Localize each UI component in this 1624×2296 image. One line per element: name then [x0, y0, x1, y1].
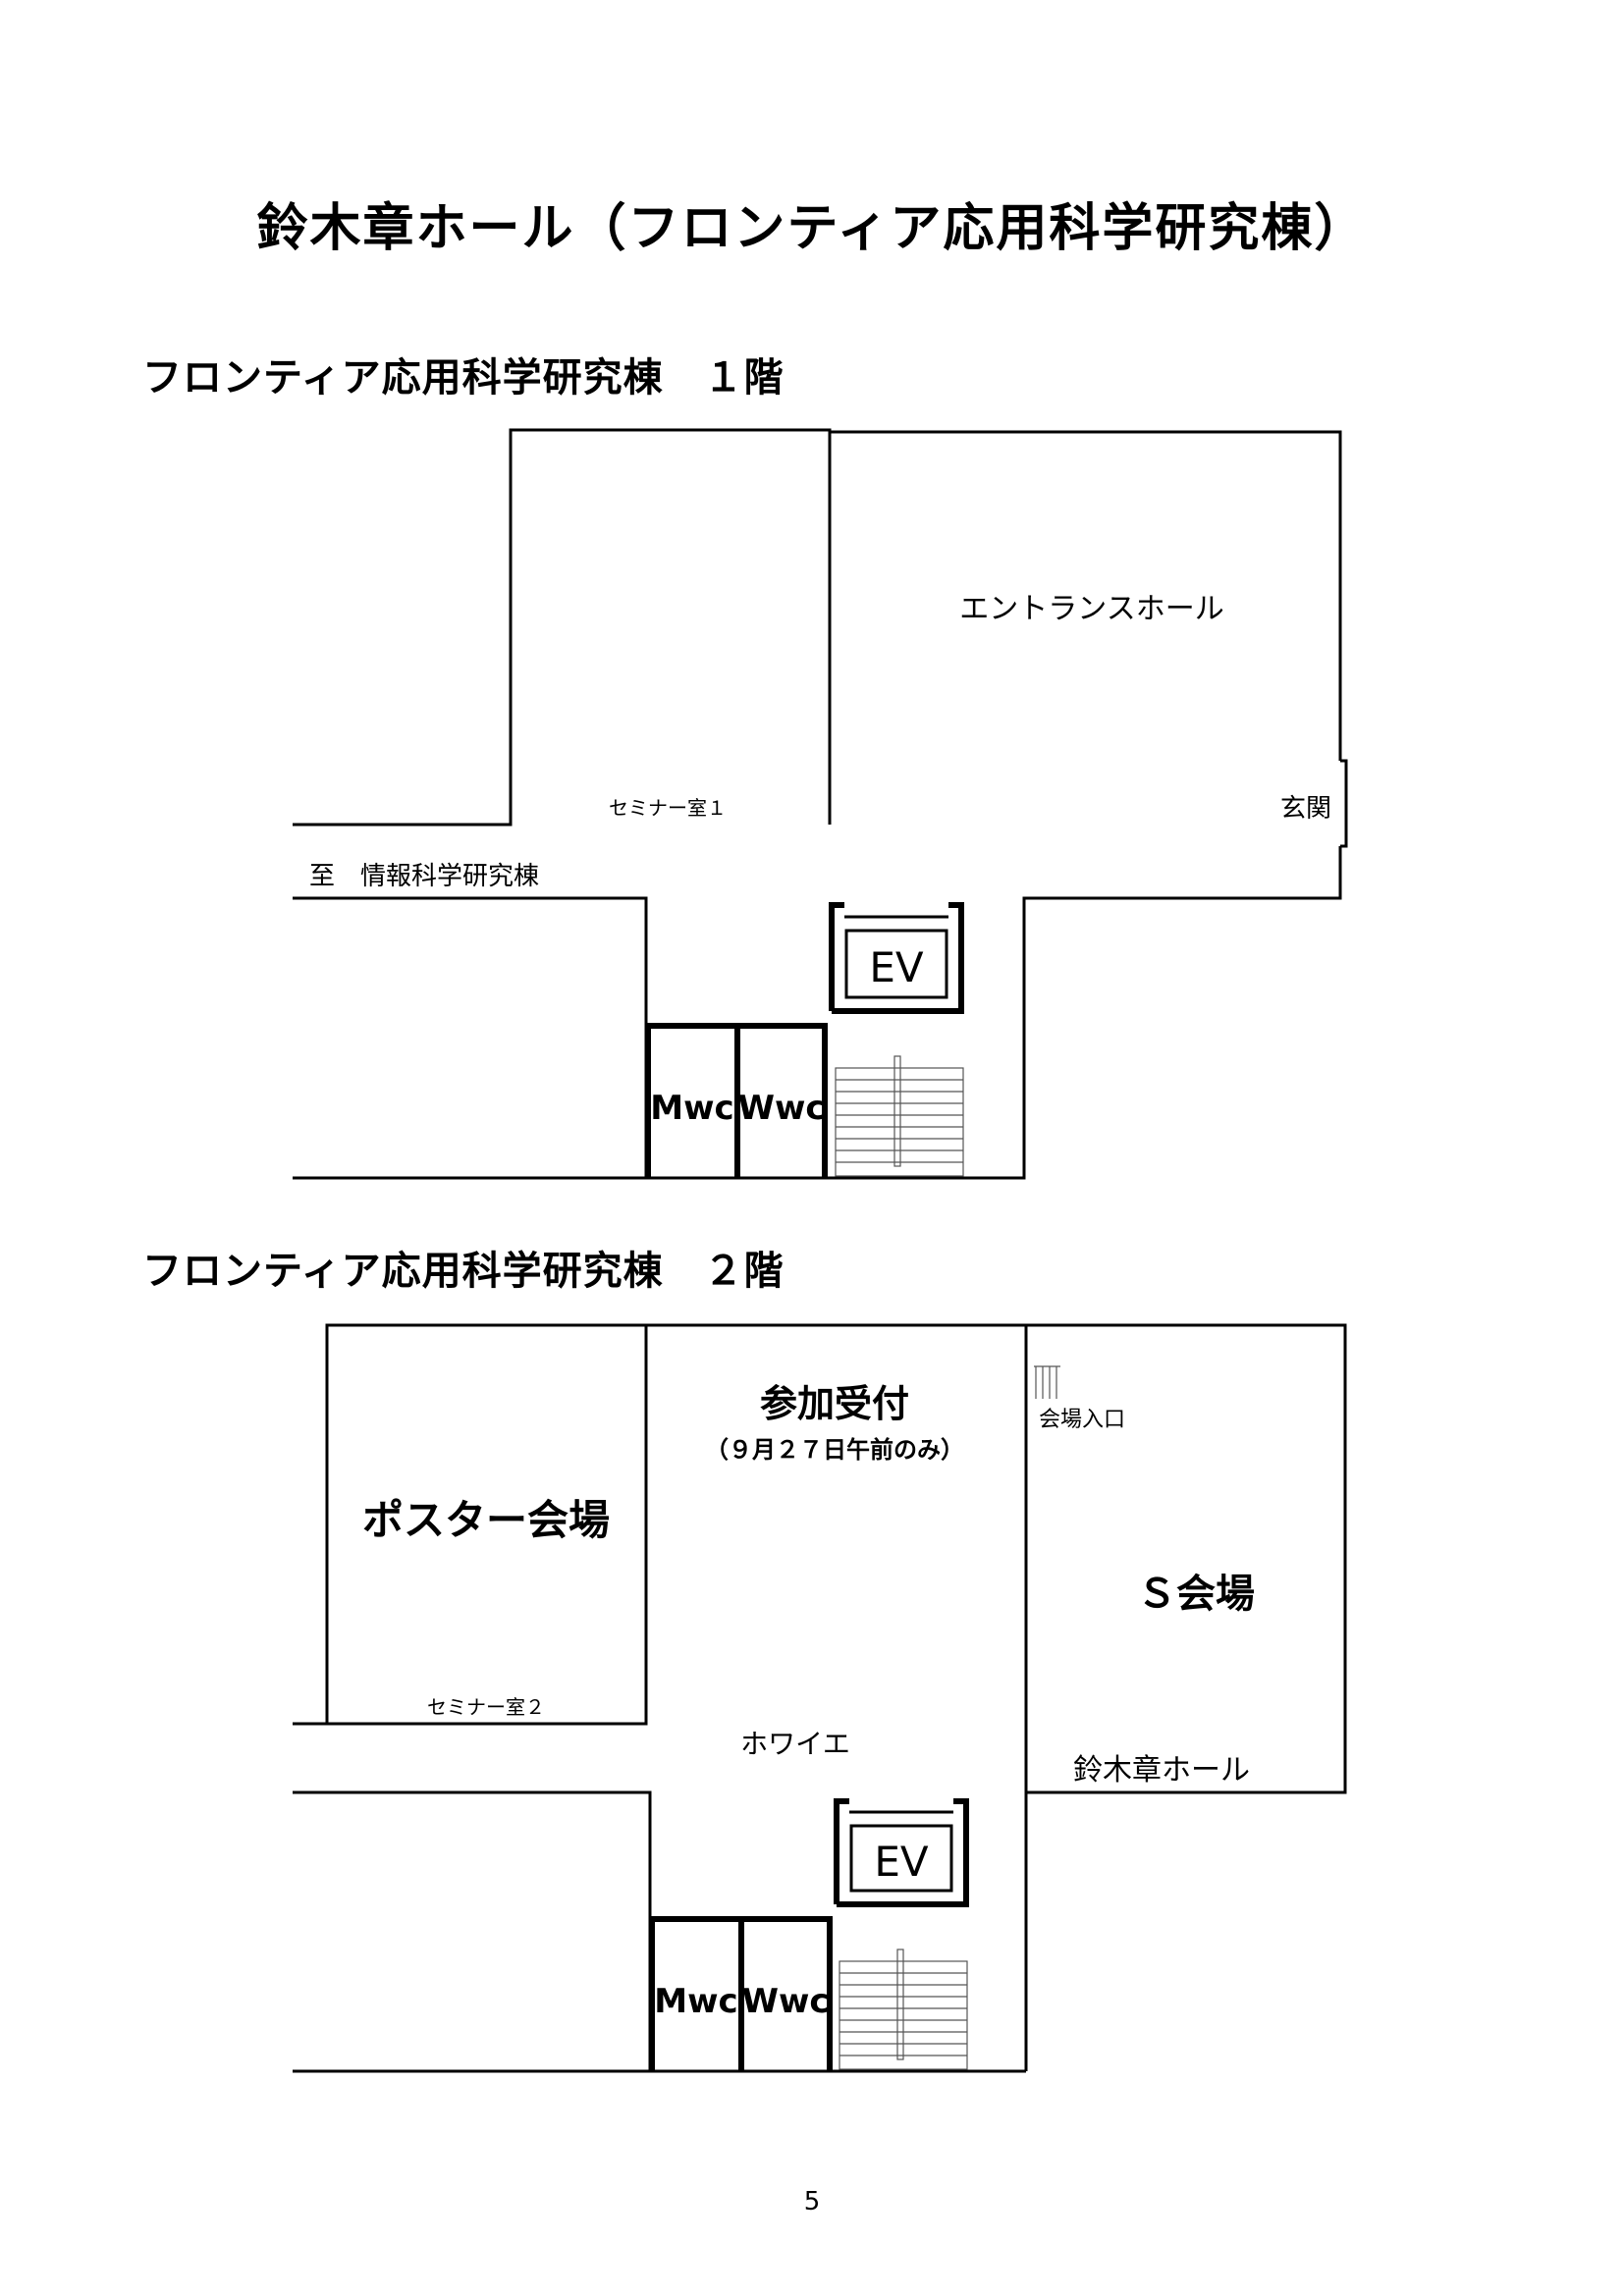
- s-venue-label: Ｓ会場: [1137, 1572, 1255, 1617]
- page-number: 5: [803, 2187, 821, 2216]
- entrance-hall-label: エントランスホール: [959, 592, 1223, 626]
- mens-wc-label-2: Mwc: [654, 1982, 737, 2021]
- elevator-shaft: [829, 902, 964, 1014]
- elevator-label: EV: [869, 943, 924, 991]
- elevator-car-2: [849, 1824, 953, 1893]
- seminar-room-1-label: セミナー室１: [609, 796, 727, 820]
- elevator-shaft-2: [834, 1798, 969, 1907]
- venue-entrance-steps: [1034, 1365, 1060, 1399]
- reception-label: 参加受付: [760, 1382, 909, 1425]
- stairs: [835, 1055, 964, 1177]
- floor-2-heading: フロンティア応用科学研究棟 ２階: [142, 1249, 785, 1294]
- foyer-right-wall: [293, 846, 1342, 1180]
- seminar-room-2-label: セミナー室２: [427, 1695, 545, 1719]
- stairs-2: [839, 1949, 968, 2070]
- seminar-room-2-walls: [293, 1323, 648, 1726]
- poster-venue-label: ポスター会場: [362, 1496, 610, 1544]
- entrance-door: [1340, 759, 1348, 848]
- s-hall-walls: [1026, 1323, 1347, 1794]
- entrance-hall-top-wall: [830, 430, 1342, 761]
- page-title: 鈴木章ホール（フロンティア応用科学研究棟）: [256, 199, 1368, 258]
- venue-entrance-label: 会場入口: [1039, 1408, 1125, 1432]
- suzuki-hall-label: 鈴木章ホール: [1073, 1753, 1250, 1788]
- foyer-top-wall: [646, 1323, 1028, 1360]
- floor-1-heading: フロンティア応用科学研究棟 １階: [142, 355, 785, 400]
- to-info-building-label: 至 情報科学研究棟: [309, 862, 539, 891]
- elevator-label-2: EV: [874, 1838, 929, 1886]
- womens-wc-label: Wwc: [737, 1089, 825, 1128]
- reception-note: （９月２７日午前のみ）: [705, 1436, 964, 1464]
- elevator-car: [844, 929, 948, 999]
- mens-wc-label: Mwc: [650, 1089, 733, 1128]
- corridor-lower-wall-2: [293, 1790, 652, 2071]
- foyer-label: ホワイエ: [740, 1728, 850, 1760]
- front-entrance-label: 玄関: [1280, 794, 1331, 824]
- womens-wc-label-2: Wwc: [741, 1982, 829, 2021]
- seminar-room-1-walls: [293, 428, 832, 827]
